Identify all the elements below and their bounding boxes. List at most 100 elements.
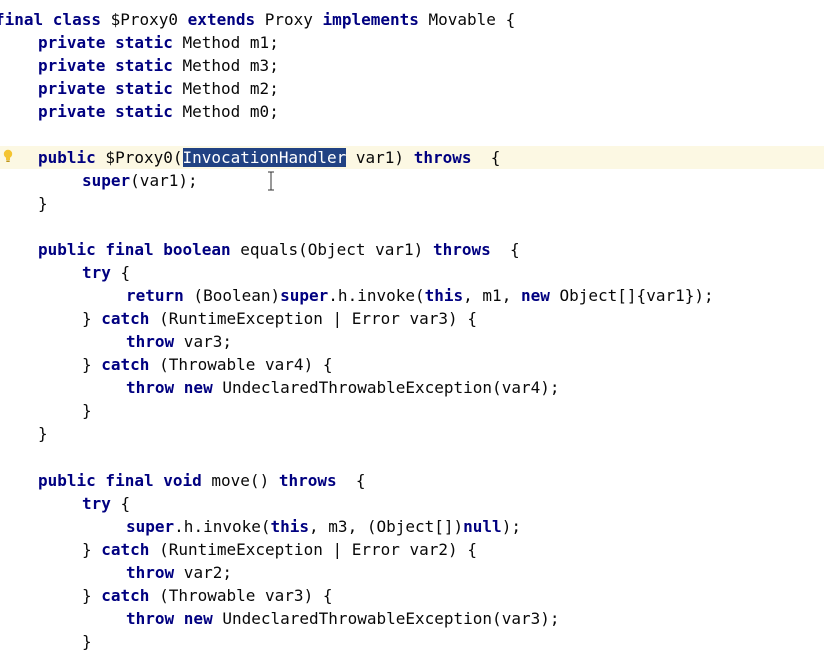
code-line[interactable]: super.h.invoke(this, m3, (Object[])null)… [0,515,824,538]
code-line[interactable]: private static Method m1; [0,31,824,54]
code-line[interactable]: throw new UndeclaredThrowableException(v… [0,607,824,630]
code-token: equals(Object var1) [230,240,433,259]
keyword-token: super [280,286,329,305]
code-line-text: private static Method m2; [38,77,279,100]
keyword-token: private static [38,102,173,121]
keyword-token: private static [38,56,173,75]
code-line[interactable]: try { [0,261,824,284]
code-token: Proxy [255,10,323,29]
code-line-text: try { [82,492,130,515]
keyword-token: throws [413,148,472,167]
code-token: Method m0; [172,102,279,121]
code-line-text: } catch (RuntimeException | Error var2) … [82,538,477,561]
code-token: .h.invoke( [328,286,425,305]
code-token: var3; [174,332,232,351]
code-line-text: throw new UndeclaredThrowableException(v… [126,607,559,630]
code-line[interactable]: } [0,630,824,653]
code-line-text: super.h.invoke(this, m3, (Object[])null)… [126,515,521,538]
code-token: } [38,194,48,213]
code-line[interactable]: public final void move() throws { [0,469,824,492]
code-line[interactable]: } [0,192,824,215]
code-line-text: public final void move() throws { [38,469,366,492]
code-token: } [82,401,92,420]
code-line-text: return (Boolean)super.h.invoke(this, m1,… [126,284,714,307]
keyword-token: try [82,494,111,513]
code-line[interactable]: final class $Proxy0 extends Proxy implem… [0,8,824,31]
code-line[interactable]: return (Boolean)super.h.invoke(this, m1,… [0,284,824,307]
keyword-token: return [126,286,184,305]
code-token: } [82,309,102,328]
keyword-token: throws [432,240,491,259]
code-line[interactable]: } catch (Throwable var4) { [0,353,824,376]
code-line-text: throw var3; [126,330,232,353]
code-token: { [110,494,131,513]
code-line[interactable] [0,445,824,468]
keyword-token: this [424,286,464,305]
code-line-text: } [38,422,48,445]
code-token: } [82,355,102,374]
code-token: move() [201,471,279,490]
code-line-text: } catch (Throwable var3) { [82,584,332,607]
code-token: Method m3; [172,56,279,75]
keyword-token: super [126,517,175,536]
code-line-text: throw new UndeclaredThrowableException(v… [126,376,559,399]
code-token: Method m1; [172,33,279,52]
code-token: $Proxy0 [100,10,188,29]
code-line[interactable]: private static Method m3; [0,54,824,77]
code-line[interactable]: super(var1); [0,169,824,192]
code-line[interactable] [0,215,824,238]
code-line[interactable]: } catch (RuntimeException | Error var2) … [0,538,824,561]
code-line[interactable]: throw var3; [0,330,824,353]
keyword-token: public final boolean [38,240,231,259]
code-line[interactable]: } catch (RuntimeException | Error var3) … [0,307,824,330]
keyword-token: public [38,148,96,167]
code-token: , m3, (Object[]) [309,517,464,536]
keyword-token: implements [322,10,419,29]
code-line[interactable]: private static Method m2; [0,77,824,100]
code-token: (Throwable var3) { [149,586,333,605]
keyword-token: extends [187,10,256,29]
code-token: ); [501,517,521,536]
code-token: Object[]{var1}); [549,286,714,305]
code-line-text: super(var1); [82,169,198,192]
keyword-token: new [520,286,550,305]
code-line-text: } [82,399,92,422]
code-token: $Proxy0( [95,148,183,167]
code-line[interactable]: } [0,399,824,422]
code-line[interactable]: throw new UndeclaredThrowableException(v… [0,376,824,399]
keyword-token: catch [101,309,150,328]
code-token: (RuntimeException | Error var3) { [149,309,477,328]
keyword-token: throw new [126,609,213,628]
code-token: (Boolean) [183,286,281,305]
code-line[interactable]: } [0,422,824,445]
lightbulb-icon[interactable] [3,149,13,163]
text-cursor-icon [268,171,274,191]
code-token: UndeclaredThrowableException(var4); [212,378,560,397]
code-line[interactable]: throw var2; [0,561,824,584]
keyword-token: catch [101,355,150,374]
code-line[interactable]: private static Method m0; [0,100,824,123]
code-line-text: private static Method m0; [38,100,279,123]
keyword-token: catch [101,540,150,559]
keyword-token: super [82,171,131,190]
code-line-text: private static Method m3; [38,54,279,77]
code-token: (RuntimeException | Error var2) { [149,540,477,559]
code-line-text: public $Proxy0(InvocationHandler var1) t… [38,146,500,169]
code-token: } [38,424,48,443]
code-token: Method m2; [172,79,279,98]
keyword-token: throw [126,563,175,582]
code-line-text: final class $Proxy0 extends Proxy implem… [0,8,515,31]
code-line[interactable]: try { [0,492,824,515]
keyword-token: null [463,517,502,536]
code-line-text: } [82,630,92,653]
code-line-text: private static Method m1; [38,31,279,54]
code-line-text: } [38,192,48,215]
code-token: .h.invoke( [174,517,271,536]
code-line[interactable] [0,123,824,146]
code-line[interactable]: public $Proxy0(InvocationHandler var1) t… [0,146,824,169]
code-line[interactable]: } catch (Throwable var3) { [0,584,824,607]
code-line[interactable]: public final boolean equals(Object var1)… [0,238,824,261]
keyword-token: private static [38,79,173,98]
selected-token: InvocationHandler [182,148,347,167]
